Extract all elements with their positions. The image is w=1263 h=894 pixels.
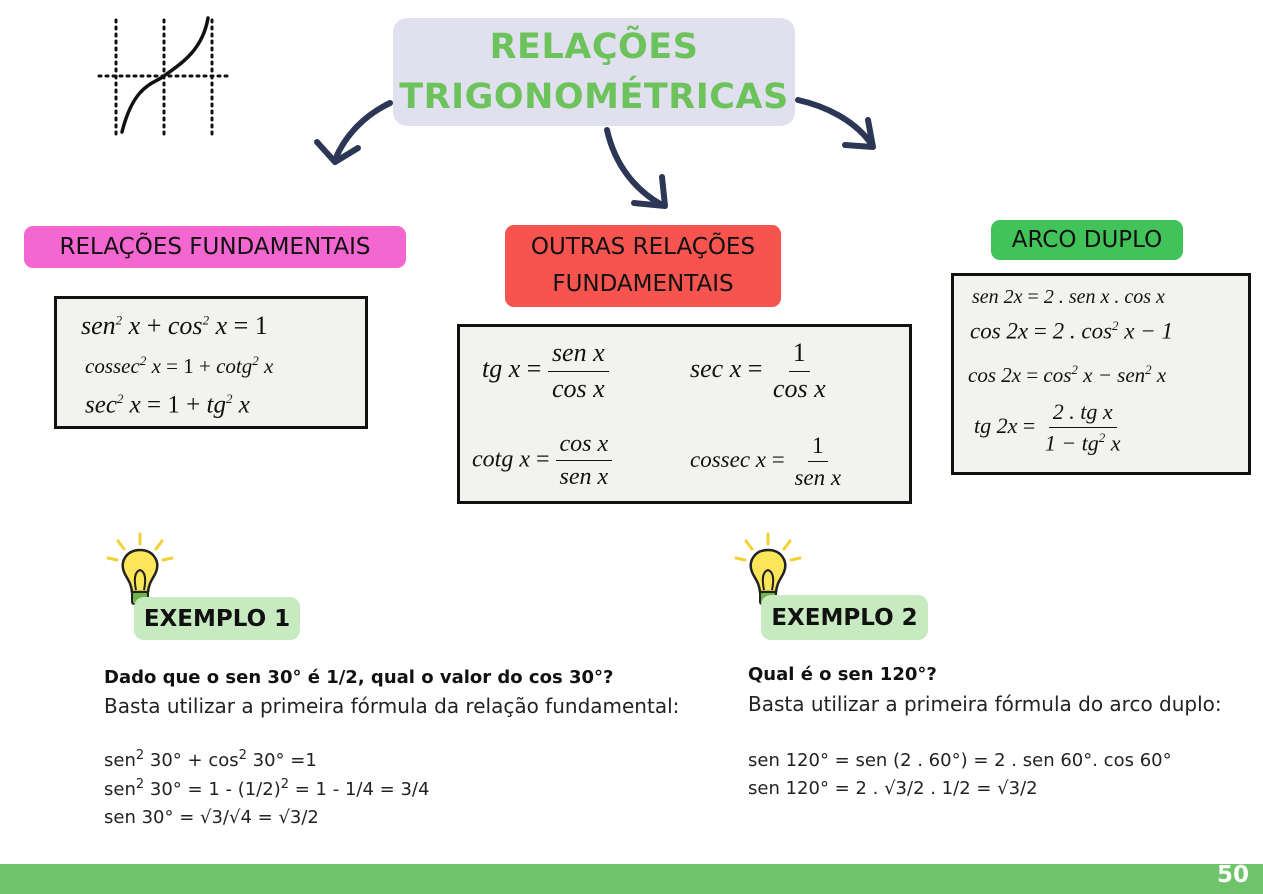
formula-sen-2x: sen 2x = 2 . sen x . cos x: [972, 286, 1165, 308]
title-line-2: TRIGONOMÉTRICAS: [399, 77, 789, 117]
example-1-question: Dado que o sen 30° é 1/2, qual o valor d…: [104, 667, 614, 688]
example-1-line-1: sen2 30° + cos2 30° =1: [104, 748, 317, 771]
formula-box-arco-duplo: sen 2x = 2 . sen x . cos x cos 2x = 2 . …: [951, 273, 1251, 475]
page-number: 50: [1216, 862, 1249, 888]
formula-cos-2x-a: cos 2x = 2 . cos2 x − 1: [970, 318, 1174, 344]
formula-sec-tg: sec2 x = 1 + tg2 x: [85, 391, 250, 419]
formula-cossec-cotg: cossec2 x = 1 + cotg2 x: [85, 353, 274, 378]
example-2-line-2: sen 120° = 2 . √3/2 . 1/2 = √3/2: [748, 778, 1038, 799]
example-1-intro: Basta utilizar a primeira fórmula da rel…: [104, 694, 680, 718]
footer-bar: [0, 864, 1263, 894]
label-outras-line-2: FUNDAMENTAIS: [552, 271, 734, 297]
example-2-badge: EXEMPLO 2: [761, 595, 928, 640]
label-outras-relacoes: OUTRAS RELAÇÕES FUNDAMENTAIS: [505, 225, 781, 307]
formula-box-fundamentais: sen2 x + cos2 x = 1 cossec2 x = 1 + cotg…: [54, 296, 368, 429]
example-1-line-3: sen 30° = √3/√4 = √3/2: [104, 807, 319, 828]
example-2-intro: Basta utilizar a primeira fórmula do arc…: [748, 692, 1222, 716]
example-2-question: Qual é o sen 120°?: [748, 664, 937, 685]
main-title: RELAÇÕES TRIGONOMÉTRICAS: [393, 18, 795, 126]
label-arco-duplo: ARCO DUPLO: [991, 220, 1183, 260]
example-1-line-2: sen2 30° = 1 - (1/2)2 = 1 - 1/4 = 3/4: [104, 777, 430, 800]
example-2-line-1: sen 120° = sen (2 . 60°) = 2 . sen 60°. …: [748, 750, 1172, 771]
label-relacoes-fundamentais: RELAÇÕES FUNDAMENTAIS: [24, 226, 406, 268]
curved-arrow-icon: [314, 97, 876, 209]
label-outras-line-1: OUTRAS RELAÇÕES: [530, 234, 756, 260]
title-line-1: RELAÇÕES: [489, 27, 699, 67]
tangent-graph-icon: [97, 16, 232, 136]
formula-sen-cos: sen2 x + cos2 x = 1: [81, 311, 268, 340]
formula-cos-2x-b: cos 2x = cos2 x − sen2 x: [968, 362, 1167, 387]
example-1-badge: EXEMPLO 1: [134, 597, 300, 640]
